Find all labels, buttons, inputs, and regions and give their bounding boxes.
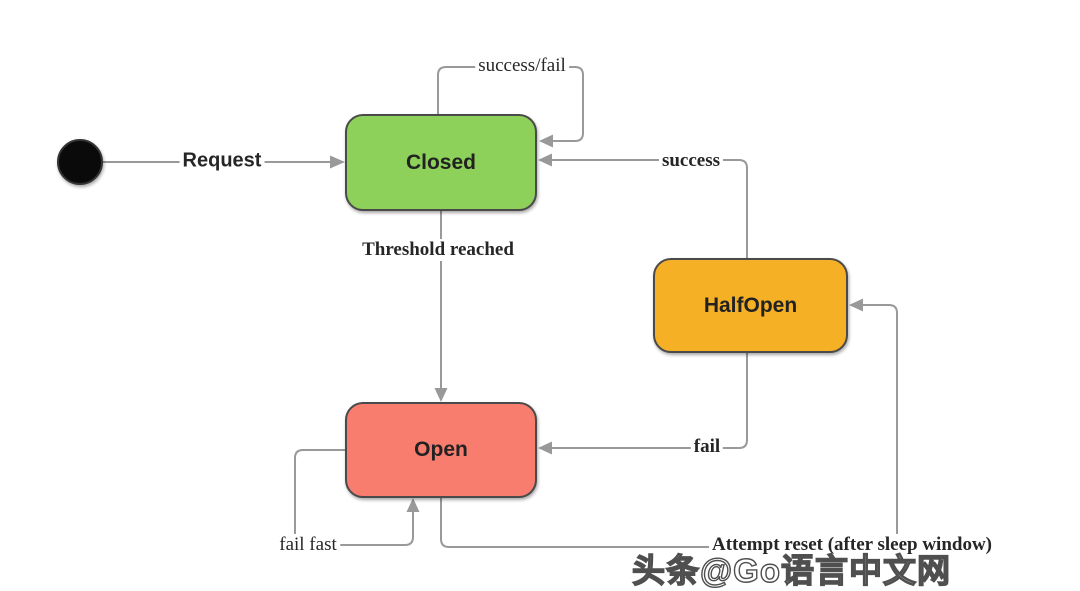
state-label-open: Open bbox=[414, 438, 468, 461]
state-label-halfopen: HalfOpen bbox=[703, 293, 798, 317]
edge-success bbox=[552, 159, 748, 258]
edge-fail bbox=[552, 353, 748, 449]
state-node-open: Open bbox=[345, 402, 537, 498]
arrowhead-attempt-reset bbox=[849, 298, 863, 312]
state-node-halfopen: HalfOpen bbox=[653, 258, 848, 353]
state-label-closed: Closed bbox=[405, 150, 476, 174]
watermark-text: 头条@Go语言中文网 bbox=[631, 551, 952, 589]
edge-label-request: Request bbox=[179, 149, 265, 173]
edge-label-success: success bbox=[658, 150, 724, 172]
initial-state-dot bbox=[57, 139, 103, 185]
edge-success-fail-loop bbox=[437, 66, 584, 142]
arrowhead-threshold bbox=[434, 388, 448, 402]
arrowhead-request bbox=[330, 155, 345, 169]
arrowhead-success bbox=[538, 153, 552, 167]
state-node-closed: Closed bbox=[345, 114, 537, 211]
edge-label-success-fail: success/fail bbox=[475, 55, 569, 77]
edge-label-attempt-reset: Attempt reset (after sleep window) bbox=[709, 534, 995, 556]
arrowhead-fail-fast-loop bbox=[406, 498, 420, 512]
edge-label-fail-fast: fail fast bbox=[276, 534, 340, 556]
edge-label-fail: fail bbox=[690, 436, 724, 458]
edge-label-threshold: Threshold reached bbox=[359, 239, 517, 261]
arrowhead-fail bbox=[538, 441, 552, 455]
arrowhead-success-fail-loop bbox=[539, 134, 553, 148]
